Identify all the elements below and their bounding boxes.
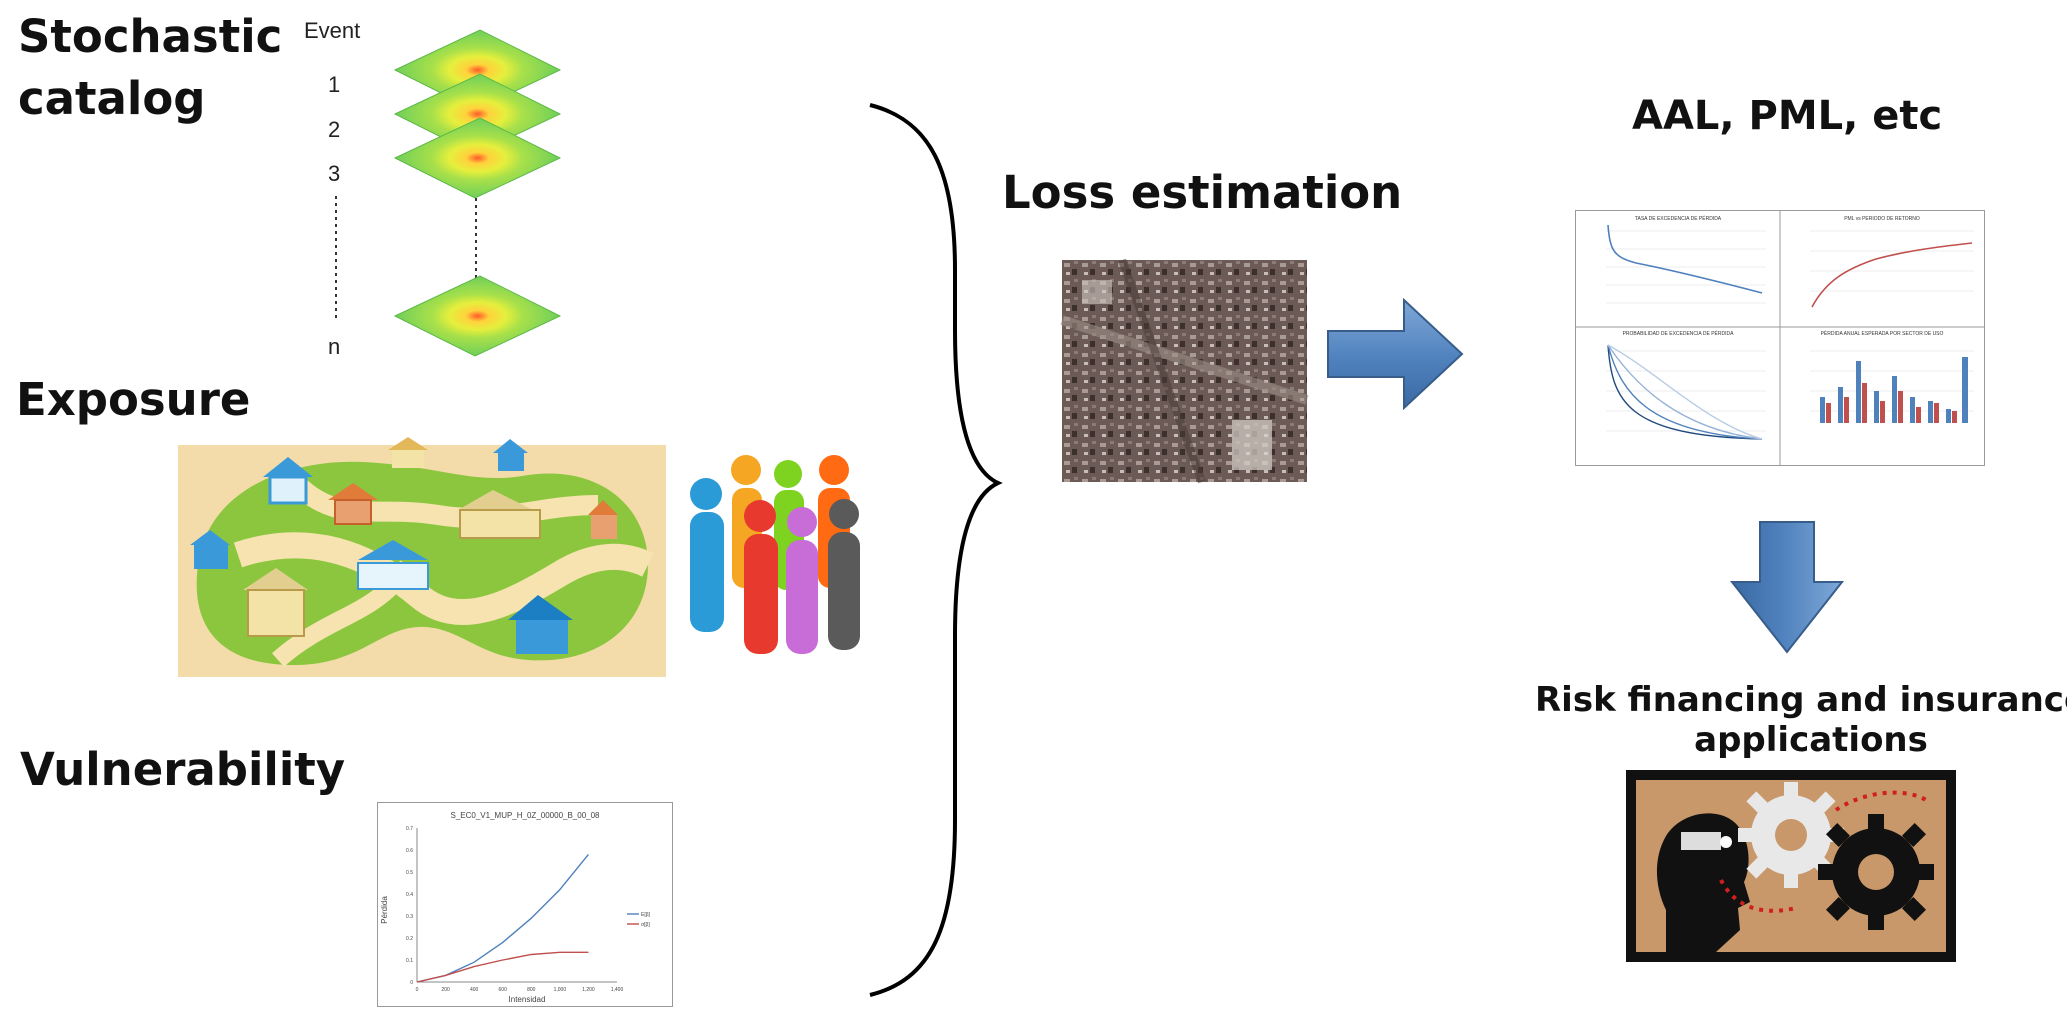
person-icon: [744, 500, 778, 654]
risk-financing-title-line2: applications: [1694, 720, 1928, 760]
house-icon: [328, 483, 378, 525]
results-panel-1-curve: [1607, 224, 1763, 294]
x-tick-label: 400: [470, 987, 479, 993]
arrow-down-icon: [1729, 521, 1845, 654]
x-tick-label: 1,400: [611, 987, 624, 993]
y-tick-label: 0.4: [406, 892, 413, 898]
y-tick-label: 0.5: [406, 870, 413, 876]
person-icon: [828, 499, 860, 650]
house-icon: [243, 568, 308, 637]
y-tick-label: 0.3: [406, 914, 413, 920]
legend-label-0: E[β]: [641, 912, 651, 918]
house-icon: [263, 457, 313, 505]
y-tick-label: 0: [410, 980, 413, 986]
x-tick-label: 600: [499, 987, 508, 993]
vulnerability-title: Vulnerability: [20, 743, 346, 796]
results-panel-2-title: PML vs PERIODO DE RETORNO: [1844, 216, 1920, 222]
person-icon: [690, 478, 724, 632]
house-icon: [508, 595, 573, 654]
event-label-2: 2: [328, 117, 341, 142]
gear-icon: [1818, 814, 1934, 930]
results-panel-4-title: PÉRDIDA ANUAL ESPERADA POR SECTOR DE USO: [1821, 330, 1944, 337]
x-tick-label: 1,200: [582, 987, 595, 993]
loss-estimation-title: Loss estimation: [1002, 166, 1403, 219]
hazard-layer-3: [393, 117, 562, 199]
grouping-brace: [869, 103, 1003, 997]
stochastic-catalog-title-line1: Stochastic: [18, 10, 283, 63]
results-panel-1-title: TASA DE EXCEDENCIA DE PÉRDIDA: [1635, 215, 1722, 222]
vulnerability-chart-title: S_EC0_V1_MUP_H_0Z_00000_B_00_08: [451, 811, 601, 820]
x-tick-label: 200: [441, 987, 450, 993]
event-label-3: 3: [328, 161, 341, 186]
results-panel-4-bars: [1820, 357, 1968, 423]
y-tick-label: 0.7: [406, 826, 413, 832]
vulnerability-x-axis-label: Intensidad: [509, 995, 546, 1004]
house-icon: [458, 490, 541, 539]
y-tick-label: 0.2: [406, 936, 413, 942]
x-tick-label: 0: [416, 987, 419, 993]
house-icon: [493, 439, 528, 471]
hazard-layers-graphic: [335, 29, 562, 357]
event-label-1: 1: [328, 72, 341, 97]
results-panel-2-curve: [1811, 242, 1973, 308]
house-icon: [357, 540, 429, 590]
exposure-map-illustration: [178, 437, 666, 677]
y-tick-label: 0.6: [406, 848, 413, 854]
hazard-layer-n: [393, 275, 562, 357]
arrow-right-icon: [1327, 297, 1464, 411]
results-title: AAL, PML, etc: [1632, 93, 1943, 139]
x-tick-label: 1,000: [554, 987, 567, 993]
exposure-title: Exposure: [16, 373, 251, 426]
results-dashboard: TASA DE EXCEDENCIA DE PÉRDIDA PML vs PER…: [1575, 210, 1985, 466]
event-label-n: n: [328, 334, 341, 359]
x-tick-label: 800: [527, 987, 536, 993]
legend-label-1: σ[β]: [641, 922, 650, 928]
house-icon: [388, 437, 428, 468]
risk-financing-title-line1: Risk financing and insurance: [1535, 680, 2067, 720]
risk-financing-illustration: [1626, 770, 1956, 962]
stochastic-catalog-title-line2: catalog: [18, 72, 206, 125]
vulnerability-y-axis-label: Pérdida: [380, 896, 389, 924]
person-icon: [786, 507, 818, 654]
y-tick-label: 0.1: [406, 958, 413, 964]
people-group-icon: [690, 455, 860, 654]
damage-aerial-photo: [1060, 258, 1309, 484]
results-panel-3-title: PROBABILIDAD DE EXCEDENCIA DE PÉRDIDA: [1623, 330, 1735, 337]
house-icon: [190, 530, 230, 569]
head-silhouette-icon: [1656, 813, 1750, 952]
event-header: Event: [304, 18, 361, 43]
gear-icon: [1738, 782, 1844, 888]
house-icon: [588, 500, 618, 539]
series-line-1: [416, 951, 589, 983]
risk-financing-title: Risk financing and insurance application…: [1535, 680, 2067, 760]
stochastic-catalog-title: Stochastic catalog: [18, 6, 282, 130]
vulnerability-chart: S_EC0_V1_MUP_H_0Z_00000_B_00_08 0 0.1 0.2 0…: [377, 802, 673, 1007]
